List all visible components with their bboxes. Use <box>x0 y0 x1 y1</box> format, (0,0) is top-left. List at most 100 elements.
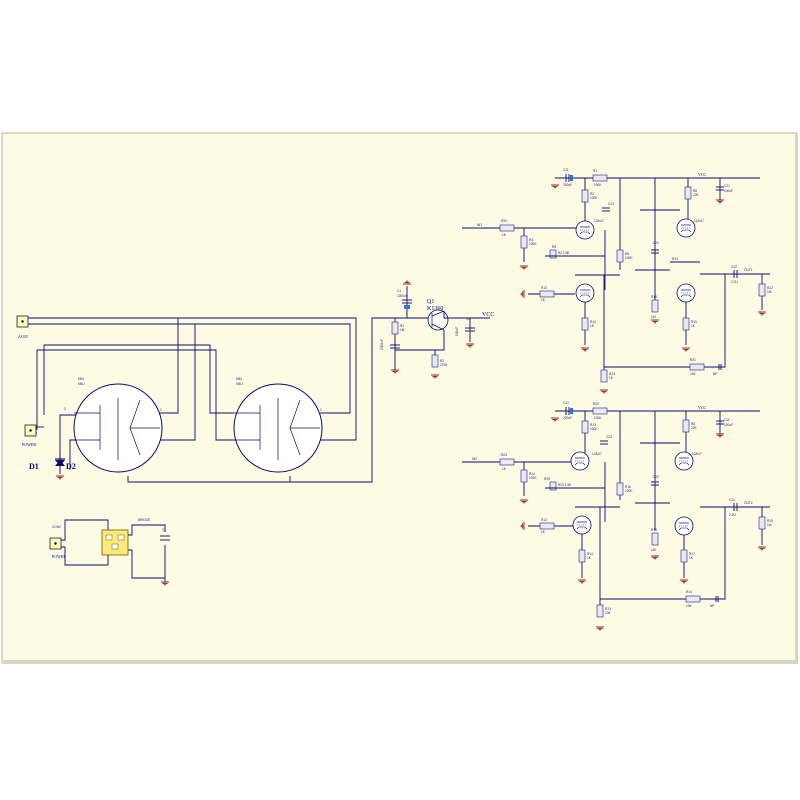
svg-text:R4: R4 <box>529 238 533 242</box>
svg-text:C21: C21 <box>653 241 659 245</box>
svg-text:R1: R1 <box>593 169 597 173</box>
svg-text:R15: R15 <box>691 320 697 324</box>
bridge-rectifier-2: DB2 KBU 1 <box>233 377 323 473</box>
tube-a1-label: 12AU7 <box>594 219 604 223</box>
svg-text:1: 1 <box>320 408 322 412</box>
svg-text:R6: R6 <box>625 252 629 256</box>
bridge-rectifier-1: DB1 KBU 3 1 <box>64 377 163 473</box>
svg-text:22K: 22K <box>691 426 698 430</box>
svg-text:R3: R3 <box>590 192 594 196</box>
svg-text:R16: R16 <box>625 485 631 489</box>
svg-text:220uF: 220uF <box>563 183 572 187</box>
svg-text:1000uF: 1000uF <box>380 339 384 350</box>
svg-text:BRIDGE: BRIDGE <box>138 518 150 522</box>
svg-text:R8: R8 <box>693 189 697 193</box>
svg-text:100K: 100K <box>529 242 537 246</box>
svg-text:3: 3 <box>64 407 66 411</box>
svg-text:11K: 11K <box>651 548 657 552</box>
svg-text:C21: C21 <box>724 184 730 188</box>
svg-text:R24: R24 <box>529 472 535 476</box>
svg-text:220uF: 220uF <box>563 416 572 420</box>
svg-text:1K: 1K <box>689 556 694 560</box>
svg-text:1K: 1K <box>587 556 592 560</box>
q1-part-label: K1360 <box>427 306 443 312</box>
svg-text:1: 1 <box>160 408 162 412</box>
svg-text:C1: C1 <box>397 289 401 293</box>
vcc-main-label: VCC <box>482 312 494 318</box>
svg-text:100uF: 100uF <box>455 327 459 336</box>
svg-text:11K: 11K <box>651 315 657 319</box>
svg-text:NP: NP <box>713 372 717 376</box>
svg-text:1M: 1M <box>767 290 772 294</box>
svg-text:C13: C13 <box>608 202 614 206</box>
svg-text:R14: R14 <box>587 552 593 556</box>
svg-text:R23: R23 <box>501 453 507 457</box>
power-label-bottom: POWER <box>52 554 66 559</box>
regulator-module: POWER CON2 BRIDGE C1 <box>49 518 170 586</box>
svg-text:KBU: KBU <box>78 382 85 386</box>
svg-text:R14: R14 <box>590 320 596 324</box>
svg-text:C11: C11 <box>563 168 569 172</box>
svg-text:1K: 1K <box>609 376 614 380</box>
svg-text:1K: 1K <box>541 298 546 302</box>
svg-text:1K: 1K <box>541 530 546 534</box>
svg-text:C21: C21 <box>729 498 735 502</box>
svg-text:R2 1.5K: R2 1.5K <box>558 251 570 255</box>
svg-text:10K: 10K <box>690 372 697 376</box>
ac-input-label: AC6V <box>18 334 29 339</box>
svg-text:C22: C22 <box>731 265 737 269</box>
svg-text:270K: 270K <box>440 363 448 367</box>
svg-text:1K: 1K <box>691 324 696 328</box>
svg-text:2.2U: 2.2U <box>731 280 738 284</box>
power-label-top: POWER <box>22 442 36 447</box>
svg-text:R10: R10 <box>672 257 678 261</box>
svg-text:1M: 1M <box>767 523 772 527</box>
svg-text:CON2: CON2 <box>52 525 61 529</box>
svg-text:R20: R20 <box>593 402 599 406</box>
svg-text:22K: 22K <box>693 193 700 197</box>
svg-text:10K: 10K <box>686 604 693 608</box>
svg-text:100uF: 100uF <box>724 189 733 193</box>
amp-channel-2: C21 220uF R20 100K VCC R13 100K R16 100K… <box>462 401 773 631</box>
svg-text:R15: R15 <box>767 519 773 523</box>
svg-text:R8: R8 <box>691 422 695 426</box>
svg-text:100K: 100K <box>529 476 537 480</box>
svg-text:100K: 100K <box>625 256 633 260</box>
svg-text:R2: R2 <box>440 359 444 363</box>
svg-text:C1: C1 <box>162 528 166 532</box>
svg-text:1M: 1M <box>400 328 405 332</box>
svg-text:DB2: DB2 <box>236 377 242 381</box>
svg-text:R12: R12 <box>767 286 773 290</box>
svg-text:DB1: DB1 <box>78 377 84 381</box>
svg-text:100K: 100K <box>590 427 598 431</box>
svg-text:1K: 1K <box>502 233 507 237</box>
svg-text:2.2U: 2.2U <box>729 513 736 517</box>
svg-text:R22 1.5K: R22 1.5K <box>558 483 572 487</box>
svg-text:R14: R14 <box>686 590 692 594</box>
q1-label: Q1 <box>427 299 434 305</box>
svg-text:R25: R25 <box>544 477 550 481</box>
svg-text:100K: 100K <box>594 416 602 420</box>
svg-text:R12: R12 <box>541 518 547 522</box>
q1-regulator: C1 1000uF R1 1M 1000uF R2 270K Q1 K1360 … <box>380 280 494 379</box>
vcc-b-label: VCC <box>698 405 707 410</box>
amp-channel-1: C11 220uF R1 100K VCC R3 100K R6 100K IN… <box>462 168 773 394</box>
svg-text:100uF: 100uF <box>724 423 733 427</box>
svg-text:C22: C22 <box>653 475 659 479</box>
svg-text:100K: 100K <box>594 183 602 187</box>
vcc-a-label: VCC <box>698 172 707 177</box>
svg-text:R13: R13 <box>605 607 611 611</box>
zener-diodes: D1 D2 <box>29 452 76 480</box>
svg-text:R5: R5 <box>552 245 556 249</box>
v1-in-label: IN1 <box>477 223 482 227</box>
svg-text:1000uF: 1000uF <box>397 294 408 298</box>
svg-text:R13: R13 <box>541 286 547 290</box>
power-connector-top: POWER <box>22 424 44 447</box>
v1-out-label: OUT1 <box>744 268 753 272</box>
svg-text:R1: R1 <box>400 324 404 328</box>
svg-text:KBU: KBU <box>236 382 243 386</box>
svg-text:R3C: R3C <box>501 219 508 223</box>
svg-text:100K: 100K <box>625 489 633 493</box>
svg-text:R16: R16 <box>651 295 657 299</box>
